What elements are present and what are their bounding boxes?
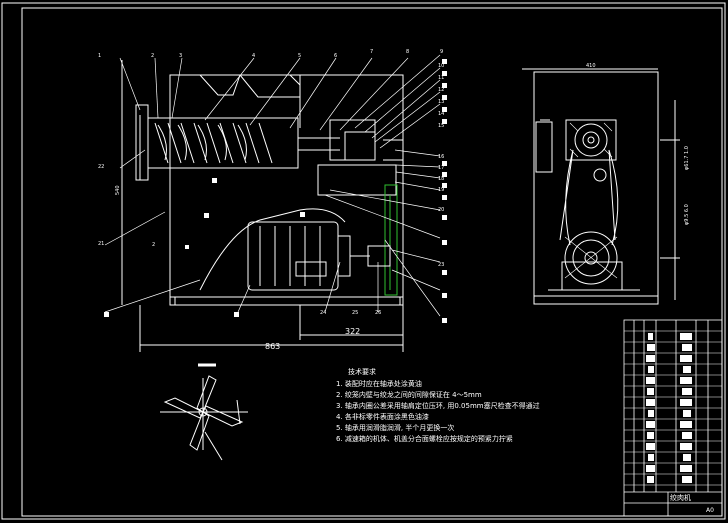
part-label: 23 [438, 262, 444, 268]
part-leaders [104, 54, 441, 317]
part-label: 8 [406, 49, 409, 55]
note-item: 6. 减速箱的机体、机盖分合面螺栓应按规定的预紧力拧紧 [336, 435, 513, 443]
part-label: 14 [438, 111, 444, 117]
note-item: 2. 绞笼内壁与绞龙之间的间隙保证在 4～5mm [336, 391, 482, 399]
dimension-texts: 863 322 540 2 410 φ61.7 1.0 φ9.5 6.0 [115, 63, 690, 351]
part-label: 17 [438, 165, 444, 171]
note-item: 3. 轴承内圈公差采用轴肩定位压环, 用0.05mm塞尺检查不得通过 [336, 402, 540, 410]
dim-right-lower: φ9.5 6.0 [684, 204, 690, 225]
part-label: 13 [438, 99, 444, 105]
dim-overall-length: 863 [265, 342, 280, 351]
part-label: 16 [438, 154, 444, 160]
title-block-name: 绞肉机 [670, 493, 691, 502]
detail-view [160, 363, 248, 461]
dim-top-width: 410 [586, 63, 596, 69]
note-item: 4. 各非标零件表面涂黑色油漆 [336, 413, 429, 421]
part-label: 9 [440, 49, 443, 55]
dim-right-upper: φ61.7 1.0 [684, 146, 690, 170]
dim-small: 2 [152, 242, 155, 248]
title-block-sheet-size: A0 [706, 507, 714, 514]
title-block-fills [646, 333, 692, 483]
part-labels: 1 2 3 4 5 6 7 8 9 10 11 12 13 14 15 16 1… [98, 49, 444, 316]
part-label: 22 [98, 164, 104, 170]
part-label: 25 [352, 310, 358, 316]
part-label: 3 [179, 53, 182, 59]
side-view [522, 68, 680, 305]
part-label: 10 [438, 63, 444, 69]
part-label: 1 [98, 53, 101, 59]
technical-notes: 技术要求 1. 装配时应在轴承处涂黄油 2. 绞笼内壁与绞龙之间的间隙保证在 4… [336, 367, 596, 445]
part-label: 20 [438, 207, 444, 213]
part-label: 21 [98, 241, 104, 247]
part-label: 6 [334, 53, 337, 59]
part-label: 2 [151, 53, 154, 59]
part-label: 26 [375, 310, 381, 316]
part-label: 15 [438, 123, 444, 129]
part-label: 24 [320, 310, 326, 316]
part-label: 5 [298, 53, 301, 59]
dim-side-height: 540 [115, 185, 121, 195]
part-label: 18 [438, 176, 444, 182]
side-view-hatching [564, 122, 618, 279]
part-label: 11 [438, 75, 444, 81]
part-label: 19 [438, 187, 444, 193]
title-block-rows [624, 330, 722, 486]
part-balloons [104, 59, 447, 323]
part-label: 12 [438, 87, 444, 93]
part-label: 7 [370, 49, 373, 55]
notes-title: 技术要求 [348, 368, 376, 376]
part-label: 4 [252, 53, 255, 59]
front-view [121, 60, 404, 352]
note-item: 5. 轴承用润滑脂润滑, 半个月更换一次 [336, 424, 455, 432]
dim-motor-offset: 322 [345, 327, 360, 336]
note-item: 1. 装配时应在轴承处涂黄油 [336, 380, 422, 388]
drawing-frame [21, 7, 723, 517]
title-block [623, 319, 723, 517]
